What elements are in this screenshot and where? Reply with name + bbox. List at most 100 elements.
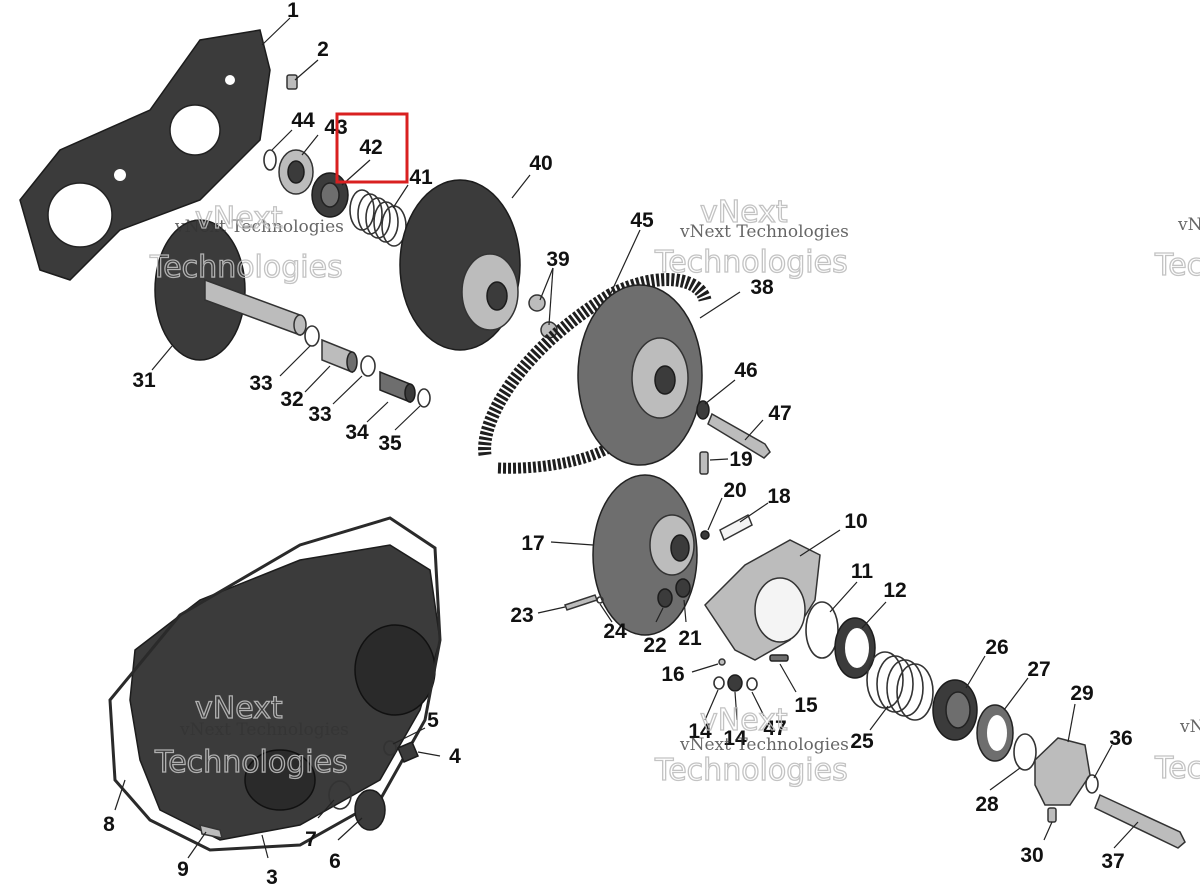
callout-37: 37 bbox=[1101, 850, 1124, 873]
part-43-bearing bbox=[278, 149, 314, 195]
part-20-screw bbox=[700, 530, 710, 540]
callout-36: 36 bbox=[1109, 727, 1132, 750]
part-24-bushings bbox=[596, 596, 604, 604]
callout-27: 27 bbox=[1027, 658, 1050, 681]
part-26-cam bbox=[932, 679, 978, 741]
watermark-company-5: vNext Technologies bbox=[1177, 215, 1200, 235]
watermark-line2-2: Technologies bbox=[654, 245, 848, 280]
part-47-bolt bbox=[707, 412, 771, 459]
part-29-cap bbox=[1034, 737, 1091, 806]
part-13-bushing bbox=[727, 674, 743, 692]
part-34-bushing bbox=[379, 370, 416, 404]
part-2-bolt bbox=[286, 74, 298, 90]
callout-31: 31 bbox=[132, 369, 156, 392]
callout-46: 46 bbox=[734, 359, 757, 382]
callout-18: 18 bbox=[767, 485, 791, 508]
callout-14: 47 bbox=[763, 717, 786, 740]
callout-13: 14 bbox=[723, 727, 747, 750]
callout-8: 8 bbox=[103, 813, 115, 836]
part-46-washer bbox=[696, 400, 710, 420]
watermark-company-4: vNext Technologies bbox=[679, 735, 849, 755]
part-35-ring bbox=[417, 388, 431, 408]
callout-24: 24 bbox=[603, 620, 627, 643]
part-11-oring bbox=[805, 601, 839, 659]
part-31-fixed-sheave bbox=[154, 219, 307, 361]
callout-1: 1 bbox=[287, 0, 299, 22]
part-30-bolt bbox=[1047, 807, 1057, 823]
callout-42: 42 bbox=[359, 136, 382, 159]
part-33-ring-b bbox=[360, 355, 376, 377]
part-36-washer bbox=[1085, 774, 1099, 794]
part-37-bolt bbox=[1094, 793, 1186, 849]
part-21-roller bbox=[675, 578, 691, 598]
callout-9: 9 bbox=[177, 858, 189, 881]
callout-17: 17 bbox=[521, 532, 544, 555]
part-18-slider bbox=[719, 513, 753, 542]
part-40-movable-sheave bbox=[399, 179, 521, 351]
part-12-seal bbox=[834, 617, 876, 679]
part-28-oring bbox=[1013, 733, 1037, 771]
callout-22: 22 bbox=[643, 634, 666, 657]
highlight-box-42 bbox=[335, 112, 409, 184]
callout-10: 10 bbox=[844, 510, 867, 533]
callout-11: 11 bbox=[851, 560, 874, 583]
part-4-plug bbox=[397, 741, 419, 763]
callout-6: 6 bbox=[329, 850, 341, 873]
watermark-line2-1: Technologies bbox=[149, 250, 343, 285]
callout-30: 30 bbox=[1020, 844, 1043, 867]
part-1-inner-cover bbox=[19, 29, 271, 281]
part-8-gasket bbox=[108, 516, 442, 852]
part-39-rollers bbox=[528, 294, 558, 339]
watermark-line1-2: vNext bbox=[700, 195, 788, 230]
part-14-washers bbox=[713, 676, 758, 691]
part-17-drive-assembly bbox=[592, 474, 698, 636]
callout-28: 28 bbox=[975, 793, 999, 816]
callout-3: 3 bbox=[266, 866, 278, 889]
watermarks: vNext Technologies vNext Technologies vN… bbox=[148, 194, 1200, 788]
watermark-company-1: vNext Technologies bbox=[174, 217, 344, 237]
callout-21: 21 bbox=[678, 627, 702, 650]
part-41-spring bbox=[349, 189, 407, 247]
part-44-oring bbox=[263, 149, 277, 171]
part-23-bolt bbox=[564, 594, 598, 611]
callout-19: 19 bbox=[729, 448, 752, 471]
callout-33-b: 33 bbox=[308, 403, 331, 426]
watermark-line1-1: vNext bbox=[195, 201, 283, 236]
part-5-oring bbox=[383, 740, 397, 756]
part-32-bushing bbox=[321, 338, 358, 374]
watermark-line1-3: vNext bbox=[195, 691, 283, 726]
part-3-outer-cover bbox=[129, 544, 441, 841]
callout-38: 38 bbox=[750, 276, 774, 299]
part-33-ring-a bbox=[304, 325, 320, 347]
callout-35: 35 bbox=[378, 432, 402, 455]
watermark-company-2: vNext Technologies bbox=[679, 222, 849, 242]
part-10-housing bbox=[704, 539, 821, 661]
callout-26: 26 bbox=[985, 636, 1008, 659]
part-19-pin bbox=[699, 451, 709, 475]
part-42-bushing bbox=[311, 172, 349, 218]
callout-15: 15 bbox=[794, 694, 818, 717]
leader-lines bbox=[114, 17, 1139, 859]
callout-41: 41 bbox=[409, 166, 433, 189]
callout-23: 23 bbox=[510, 604, 533, 627]
part-16-screw bbox=[718, 658, 726, 666]
callout-12: 12 bbox=[883, 579, 906, 602]
part-38-drive-sheave bbox=[577, 284, 703, 466]
callout-47: 47 bbox=[768, 402, 791, 425]
part-6-filter bbox=[354, 789, 386, 831]
watermark-line1-4: vNext bbox=[700, 703, 788, 738]
part-22-roller bbox=[657, 588, 673, 608]
callout-32: 32 bbox=[280, 388, 303, 411]
part-15-pin bbox=[769, 654, 789, 662]
watermark-company-3: vNext Technologies bbox=[179, 720, 349, 740]
callout-29: 29 bbox=[1070, 682, 1093, 705]
callout-2: 2 bbox=[317, 38, 329, 61]
part-7-oring bbox=[328, 780, 352, 810]
callout-34: 34 bbox=[345, 421, 369, 444]
callout-14-second: 14 bbox=[688, 720, 712, 743]
callout-44: 44 bbox=[291, 109, 315, 132]
watermark-line2-3: Technologies bbox=[154, 745, 348, 780]
watermark-line2-4: Technologies bbox=[654, 753, 848, 788]
